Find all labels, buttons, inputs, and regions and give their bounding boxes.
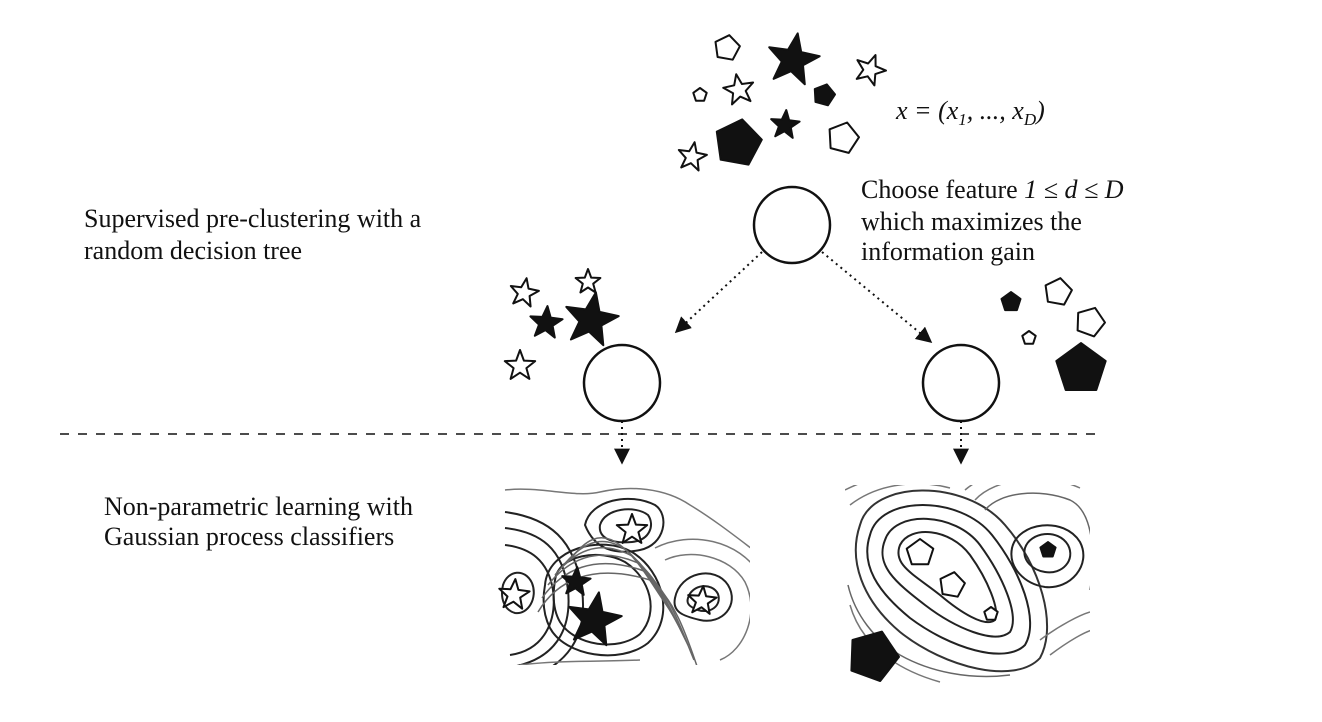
filled-star-icon [561, 566, 592, 596]
outline-pentagon-icon [828, 121, 860, 154]
split-criterion-line1: Choose feature 1 ≤ d ≤ D [861, 175, 1124, 204]
filled-pentagon-icon [715, 118, 763, 166]
left-contour-plot [501, 487, 750, 665]
filled-pentagon-icon [1000, 291, 1022, 312]
outline-pentagon-icon [983, 606, 999, 621]
outline-pentagon-icon [939, 571, 966, 598]
outline-pentagon-icon [692, 87, 708, 102]
outline-pentagon-icon [1044, 277, 1073, 306]
outline-star-icon [615, 513, 649, 544]
outline-pentagon-icon [905, 538, 935, 566]
split-criterion-line3: information gain [861, 237, 1036, 266]
filled-star-icon [770, 109, 801, 139]
filled-star-icon [529, 305, 564, 339]
outline-star-icon [574, 268, 602, 294]
edge-left [674, 251, 763, 334]
outline-pentagon-icon [714, 34, 741, 61]
bottom-section-label-line2: Gaussian process classifiers [104, 522, 395, 551]
split-criterion-line2: which maximizes the [861, 207, 1082, 236]
outline-star-icon [687, 585, 718, 615]
outline-star-icon [855, 54, 887, 87]
filled-star-icon [568, 591, 623, 647]
outline-pentagon-icon [1021, 330, 1037, 345]
feature-vector-formula: x = (x1, ..., xD) [896, 96, 1045, 130]
top-section-label-line2: random decision tree [84, 236, 303, 265]
outline-star-icon [498, 578, 531, 610]
filled-star-icon [565, 291, 620, 347]
filled-star-icon [768, 32, 821, 86]
bottom-section-label-line1: Non-parametric learning with [104, 492, 413, 521]
filled-pentagon-icon [1055, 342, 1107, 391]
outline-star-icon [677, 141, 708, 172]
outline-star-icon [509, 277, 540, 308]
filled-pentagon-icon [1039, 541, 1057, 558]
data-symbols [498, 32, 1107, 682]
outline-star-icon [722, 73, 755, 106]
outline-pentagon-icon [1076, 306, 1106, 338]
right-child-node [921, 343, 1001, 423]
right-contour-plot [845, 485, 1090, 683]
outline-star-icon [503, 349, 537, 380]
filled-pentagon-icon [850, 630, 900, 682]
root-node [752, 185, 832, 265]
filled-pentagon-icon [813, 83, 836, 107]
left-child-node [582, 343, 662, 423]
top-section-label-line1: Supervised pre-clustering with a [84, 204, 422, 233]
